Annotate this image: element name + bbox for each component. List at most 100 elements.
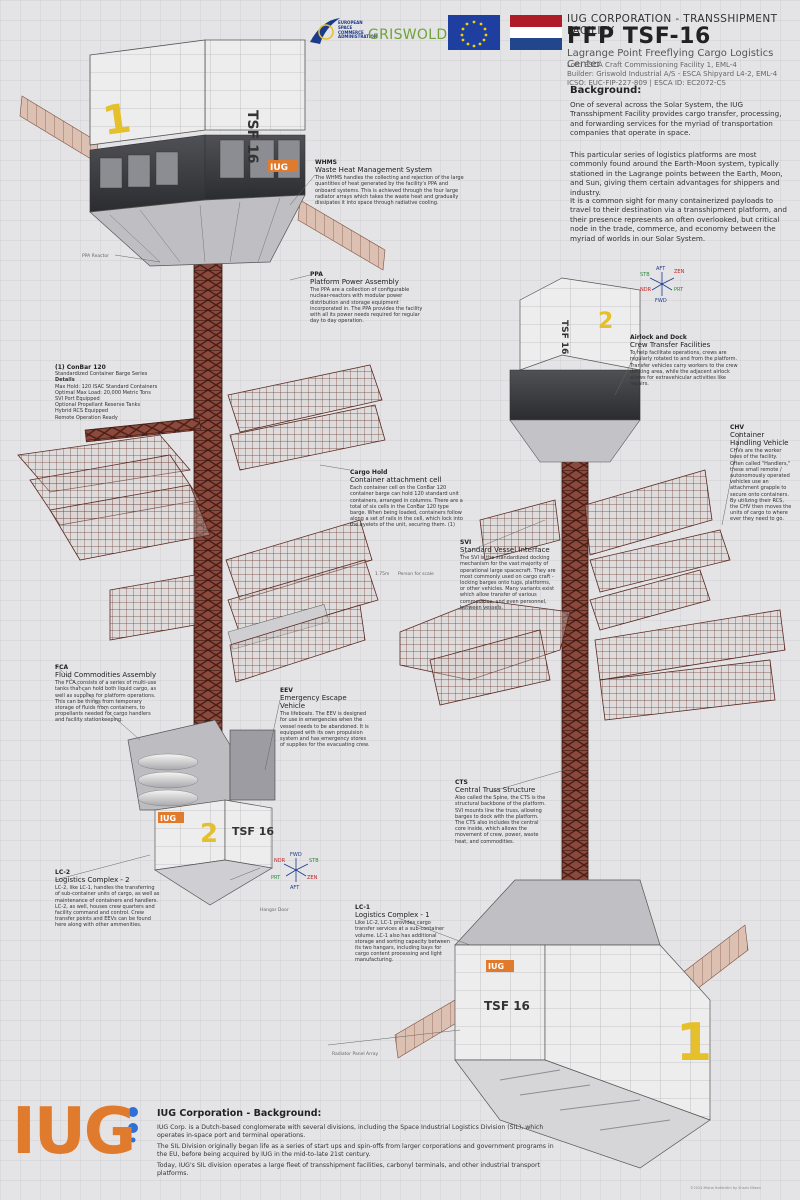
right-central-truss: [561, 379, 589, 891]
label-whms: WHMS Waste Heat Management System The WH…: [315, 159, 465, 207]
label-airlock-name: Crew Transfer Facilities: [630, 341, 711, 350]
conbar-detail-4: Optional Propellant Reserve Tanks: [55, 402, 141, 409]
background-title: Background:: [570, 85, 642, 96]
esca-logo: [310, 18, 340, 44]
axis-ndr-label-2: NDR: [274, 858, 286, 864]
axis-fwd-label-2: FWD: [290, 852, 302, 858]
footer-paragraph-1: IUG Corp. is a Dutch-based conglomerate …: [157, 1124, 544, 1139]
label-lc1: LC-1 Logistics Complex - 1 Like LC-2, LC…: [355, 904, 451, 964]
iug-logo: IUG: [12, 1095, 136, 1169]
right-lc1-module: 1 TSF 16 IUG: [454, 879, 712, 1169]
left-axis-indicator: FWD NDR STB PRT ZEN AFT: [271, 852, 319, 891]
header-meta-icso: ICSO: EUC-FIP-227-809 | ESCA ID: EC2072-…: [567, 79, 726, 87]
left-radiator-top-left: [19, 95, 99, 163]
conbar-detail-2: Optimal Max Load: 20,000 Metric Tons: [55, 389, 151, 396]
label-cargo-hold: Cargo Hold Container attachment cell Eac…: [350, 469, 465, 529]
label-fca-code: FCA: [55, 664, 69, 671]
label-cts-code: CTS: [455, 779, 468, 786]
label-conbar-details-title: Details: [55, 377, 75, 384]
label-cts: CTS Central Truss Structure Also called …: [455, 779, 547, 845]
left-conbar-south: [109, 574, 196, 641]
label-fca: FCA Fluid Commodities Assembly The FCA c…: [55, 664, 160, 724]
right-conbar-east: [589, 529, 786, 721]
copyright: ©2024 Misha Hallström by Sharis Nilsen: [690, 1186, 761, 1190]
right-top-module-number: 2: [598, 309, 613, 334]
axis-zen-label-2: ZEN: [307, 875, 318, 881]
left-conbar-east-upper: [227, 364, 386, 471]
label-airlock-body: To help facilitate operations, crews are…: [630, 350, 738, 388]
background-paragraph-1: One of several across the Solar System, …: [570, 100, 782, 138]
label-conbar: (1) ConBar 120 Standardized Container Ba…: [55, 364, 175, 421]
right-radiator-lower-left: [394, 999, 459, 1059]
label-airlock: Airlock and Dock Crew Transfer Facilitie…: [630, 334, 742, 388]
iug-logo-dot-bottom: [128, 1123, 138, 1133]
label-whms-name: Waste Heat Management System: [315, 166, 432, 175]
conbar-detail-5: Hybrid RCS Equipped: [55, 408, 109, 415]
conbar-detail-3: SVI Port Equipped: [55, 396, 100, 403]
label-lc1-code: LC-1: [355, 904, 371, 911]
iug-logo-dot-small: [130, 1137, 136, 1143]
label-svi-code: SVI: [460, 539, 472, 546]
label-fca-body: The FCA consists of a series of multi-us…: [55, 680, 157, 724]
label-cargo-body: Each container cell on the ConBar 120 co…: [350, 485, 463, 529]
lc2-module-text: TSF 16: [232, 825, 274, 838]
label-eev-body: The lifeboats. The EEV is designed for u…: [280, 711, 370, 749]
label-ppa: PPA Platform Power Assembly The PPA are …: [310, 271, 428, 325]
footer-paragraph-2: The SIL Division originally began life a…: [157, 1143, 554, 1158]
left-conbar-east-lower: [225, 519, 379, 683]
esca-line-1: EUROPEAN: [338, 20, 363, 25]
right-conbar-upper: [479, 469, 713, 561]
axis-aft-label-2: AFT: [290, 885, 300, 891]
label-eev-code: EEV: [280, 687, 293, 694]
label-lc2-name: Logistics Complex - 2: [55, 876, 130, 885]
axis-stb-label: STB: [640, 272, 650, 278]
small-label-hangar-door: Hangar Door: [260, 908, 289, 913]
axis-prt-label-2: PRT: [271, 875, 281, 881]
small-label-scale: 1.75m: [375, 572, 390, 577]
label-conbar-code: (1) ConBar 120: [55, 364, 106, 371]
eu-flag: [448, 15, 500, 50]
axis-ndr-label: NDR: [640, 287, 652, 293]
left-whms-module: 1 TSF 16 IUG: [89, 39, 306, 267]
axis-aft-label: AFT: [656, 266, 666, 272]
lc2-module-logo: IUG: [160, 814, 176, 823]
header-meta-builder: Builder: Griswold Industrial A/S - ESCA …: [567, 70, 778, 78]
label-airlock-code: Airlock and Dock: [630, 334, 687, 341]
label-conbar-name: Standardized Container Barge Series: [55, 371, 148, 378]
label-eev: EEV Emergency Escape Vehicle The lifeboa…: [280, 687, 372, 749]
esca-line-4: ADMINISTRATION: [338, 34, 378, 40]
label-whms-code: WHMS: [315, 159, 337, 166]
label-cts-name: Central Truss Structure: [455, 786, 536, 795]
conbar-detail-6: Remote Operation Ready: [55, 414, 118, 421]
label-ppa-name: Platform Power Assembly: [310, 278, 399, 287]
label-lc2-code: LC-2: [55, 869, 71, 876]
label-ppa-body: The PPA are a collection of configurable…: [310, 287, 423, 325]
label-cargo-name: Container attachment cell: [350, 476, 442, 485]
left-top-module-logo: IUG: [270, 163, 288, 173]
label-lc1-body: Like LC-2, LC-1 provides cargo transfer …: [355, 920, 450, 964]
label-lc2-body: LC-2, like LC-1, handles the transferrin…: [55, 885, 160, 929]
label-cargo-code: Cargo Hold: [350, 469, 388, 476]
label-lc2: LC-2 Logistics Complex - 2 LC-2, like LC…: [55, 869, 160, 929]
label-whms-body: The WHMS handles the collecting and reje…: [315, 175, 464, 207]
netherlands-flag: [510, 15, 562, 50]
label-ppa-code: PPA: [310, 271, 323, 278]
griswold-logo-text: GRISWOLD: [368, 27, 448, 43]
axis-fwd-label: FWD: [655, 298, 667, 304]
header-corp: IUG CORPORATION - TRANSSHIPMENT FACILITY: [567, 13, 778, 37]
right-top-module: 2 TSF 16: [509, 277, 641, 463]
header-meta-lor: LoR: ESCA Craft Commissioning Facility 1…: [567, 61, 737, 69]
header-subtitle: Lagrange Point Freeflying Cargo Logistic…: [567, 48, 774, 70]
right-axis-indicator: AFT STB ZEN NDR PRT FWD: [640, 266, 685, 304]
label-eev-name: Emergency Escape Vehicle: [280, 694, 347, 711]
left-top-module-number: 1: [100, 95, 134, 144]
label-svi-body: The SVI is the standardized docking mech…: [460, 555, 556, 611]
lc1-module-text: TSF 16: [484, 999, 530, 1013]
label-chv: CHV Container Handling Vehicle CHVs are …: [730, 424, 792, 523]
background-paragraph-3: It is a common sight for many containeri…: [570, 196, 787, 243]
esca-line-3: COMMERCE: [338, 29, 364, 35]
label-chv-code: CHV: [730, 424, 745, 431]
left-lc2-module: 2 TSF 16 IUG: [127, 719, 276, 906]
page-title: FFP TSF-16: [567, 24, 711, 49]
